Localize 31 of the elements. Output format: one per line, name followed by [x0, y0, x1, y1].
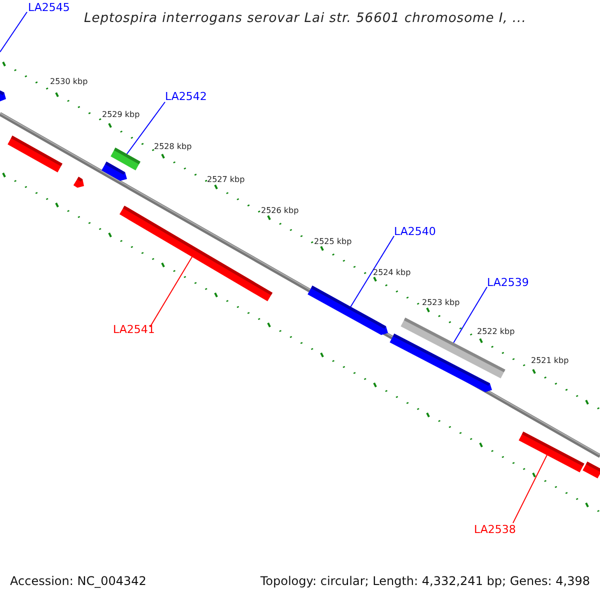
- gene-label: LA2540: [394, 225, 436, 238]
- leader-line: [512, 454, 548, 524]
- gene-label: LA2542: [165, 90, 207, 103]
- leader-line: [350, 236, 394, 308]
- gene-feature: [518, 431, 585, 473]
- scale-label: 2523 kbp: [422, 298, 460, 308]
- gene-label: LA2538: [474, 523, 516, 536]
- footer-text: Accession: NC_004342: [10, 574, 146, 589]
- gene-feature: [7, 135, 63, 173]
- scale-label: 2530 kbp: [50, 77, 88, 87]
- gene-feature: [101, 161, 127, 181]
- leader-line: [0, 12, 28, 52]
- gene-feature: [73, 176, 84, 188]
- footer-text: Topology: circular; Length: 4,332,241 bp; Genes: 4,398: [260, 574, 590, 589]
- scale-label: 2528 kbp: [154, 142, 192, 152]
- gene-label: LA2541: [113, 323, 155, 336]
- gene-label: LA2545: [28, 1, 70, 14]
- scale-label: 2527 kbp: [207, 175, 245, 185]
- scale-label: 2521 kbp: [531, 356, 569, 366]
- gene-feature: [582, 461, 600, 479]
- gene-feature: [307, 285, 388, 335]
- scale-label: 2529 kbp: [102, 110, 140, 120]
- scale-label: 2524 kbp: [373, 268, 411, 278]
- scale-label: 2526 kbp: [261, 206, 299, 216]
- leader-line: [150, 256, 193, 328]
- scale-label: 2525 kbp: [314, 237, 352, 247]
- scale-label: 2522 kbp: [477, 327, 515, 337]
- leader-line: [126, 102, 166, 156]
- title: Leptospira interrogans serovar Lai str. 56601 chromosome I, ...: [84, 10, 526, 28]
- gene-label: LA2539: [487, 276, 529, 289]
- gene-feature: [110, 147, 141, 171]
